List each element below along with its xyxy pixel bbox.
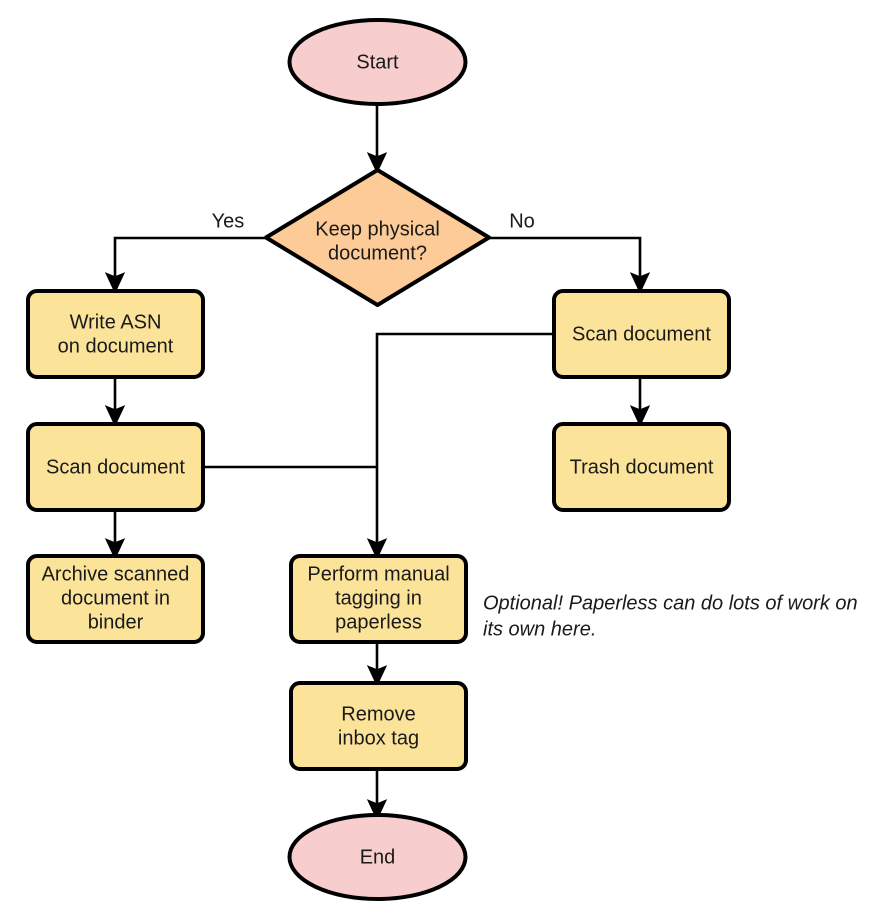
archive-label-line3: binder [88, 611, 144, 633]
start-label: Start [356, 51, 399, 73]
edge-label-yes: Yes [212, 210, 245, 232]
annotation-optional-note: Optional! Paperless can do lots of work … [483, 592, 858, 640]
scan-document-right-label: Scan document [572, 323, 711, 345]
annotation-line2: its own here. [483, 618, 596, 640]
archive-label-line2: document in [61, 587, 170, 609]
annotation-line1: Optional! Paperless can do lots of work … [483, 592, 858, 614]
end-label: End [360, 846, 396, 868]
manual-tagging-label-line3: paperless [335, 611, 422, 633]
trash-document-box [552, 422, 731, 512]
scan-document-left-box [26, 422, 205, 512]
write-asn-box [26, 289, 205, 379]
node-end[interactable]: End [287, 813, 468, 901]
scan-document-left-label: Scan document [46, 456, 185, 478]
edge-label-no: No [509, 210, 535, 232]
node-decision-keep-physical-document[interactable]: Keep physical document? [264, 168, 491, 307]
node-trash-document[interactable]: Trash document [552, 422, 731, 512]
node-scan-document-right[interactable]: Scan document [552, 289, 731, 379]
remove-inbox-tag-box [289, 681, 468, 771]
write-asn-label-line2: on document [58, 335, 174, 357]
manual-tagging-box [289, 554, 468, 644]
scan-document-right-box [552, 289, 731, 379]
write-asn-label-line1: Write ASN [70, 311, 162, 333]
manual-tagging-label-line1: Perform manual [307, 563, 449, 585]
remove-inbox-tag-label-line2: inbox tag [338, 727, 419, 749]
remove-inbox-tag-label-line1: Remove [341, 703, 415, 725]
node-remove-inbox-tag[interactable]: Remove inbox tag [289, 681, 468, 771]
node-start[interactable]: Start [287, 18, 468, 106]
decision-label-line1: Keep physical [315, 218, 440, 240]
node-scan-document-left[interactable]: Scan document [26, 422, 205, 512]
end-ellipse [287, 813, 468, 901]
edge-decision-no-to-scan-right [490, 236, 651, 294]
manual-tagging-label-line2: tagging in [335, 587, 422, 609]
archive-label-line1: Archive scanned [42, 563, 190, 585]
start-ellipse [287, 18, 468, 106]
edge-scan-right-to-manual-tagging [366, 332, 553, 560]
decision-label-line2: document? [328, 242, 427, 264]
node-manual-tagging[interactable]: Perform manual tagging in paperless [289, 554, 468, 644]
archive-box [26, 554, 205, 644]
edge-decision-yes-to-write-asn [104, 236, 265, 294]
node-write-asn[interactable]: Write ASN on document [26, 289, 205, 379]
trash-document-label: Trash document [570, 456, 714, 478]
node-archive-scanned-document[interactable]: Archive scanned document in binder [26, 554, 205, 644]
decision-diamond [264, 168, 491, 307]
